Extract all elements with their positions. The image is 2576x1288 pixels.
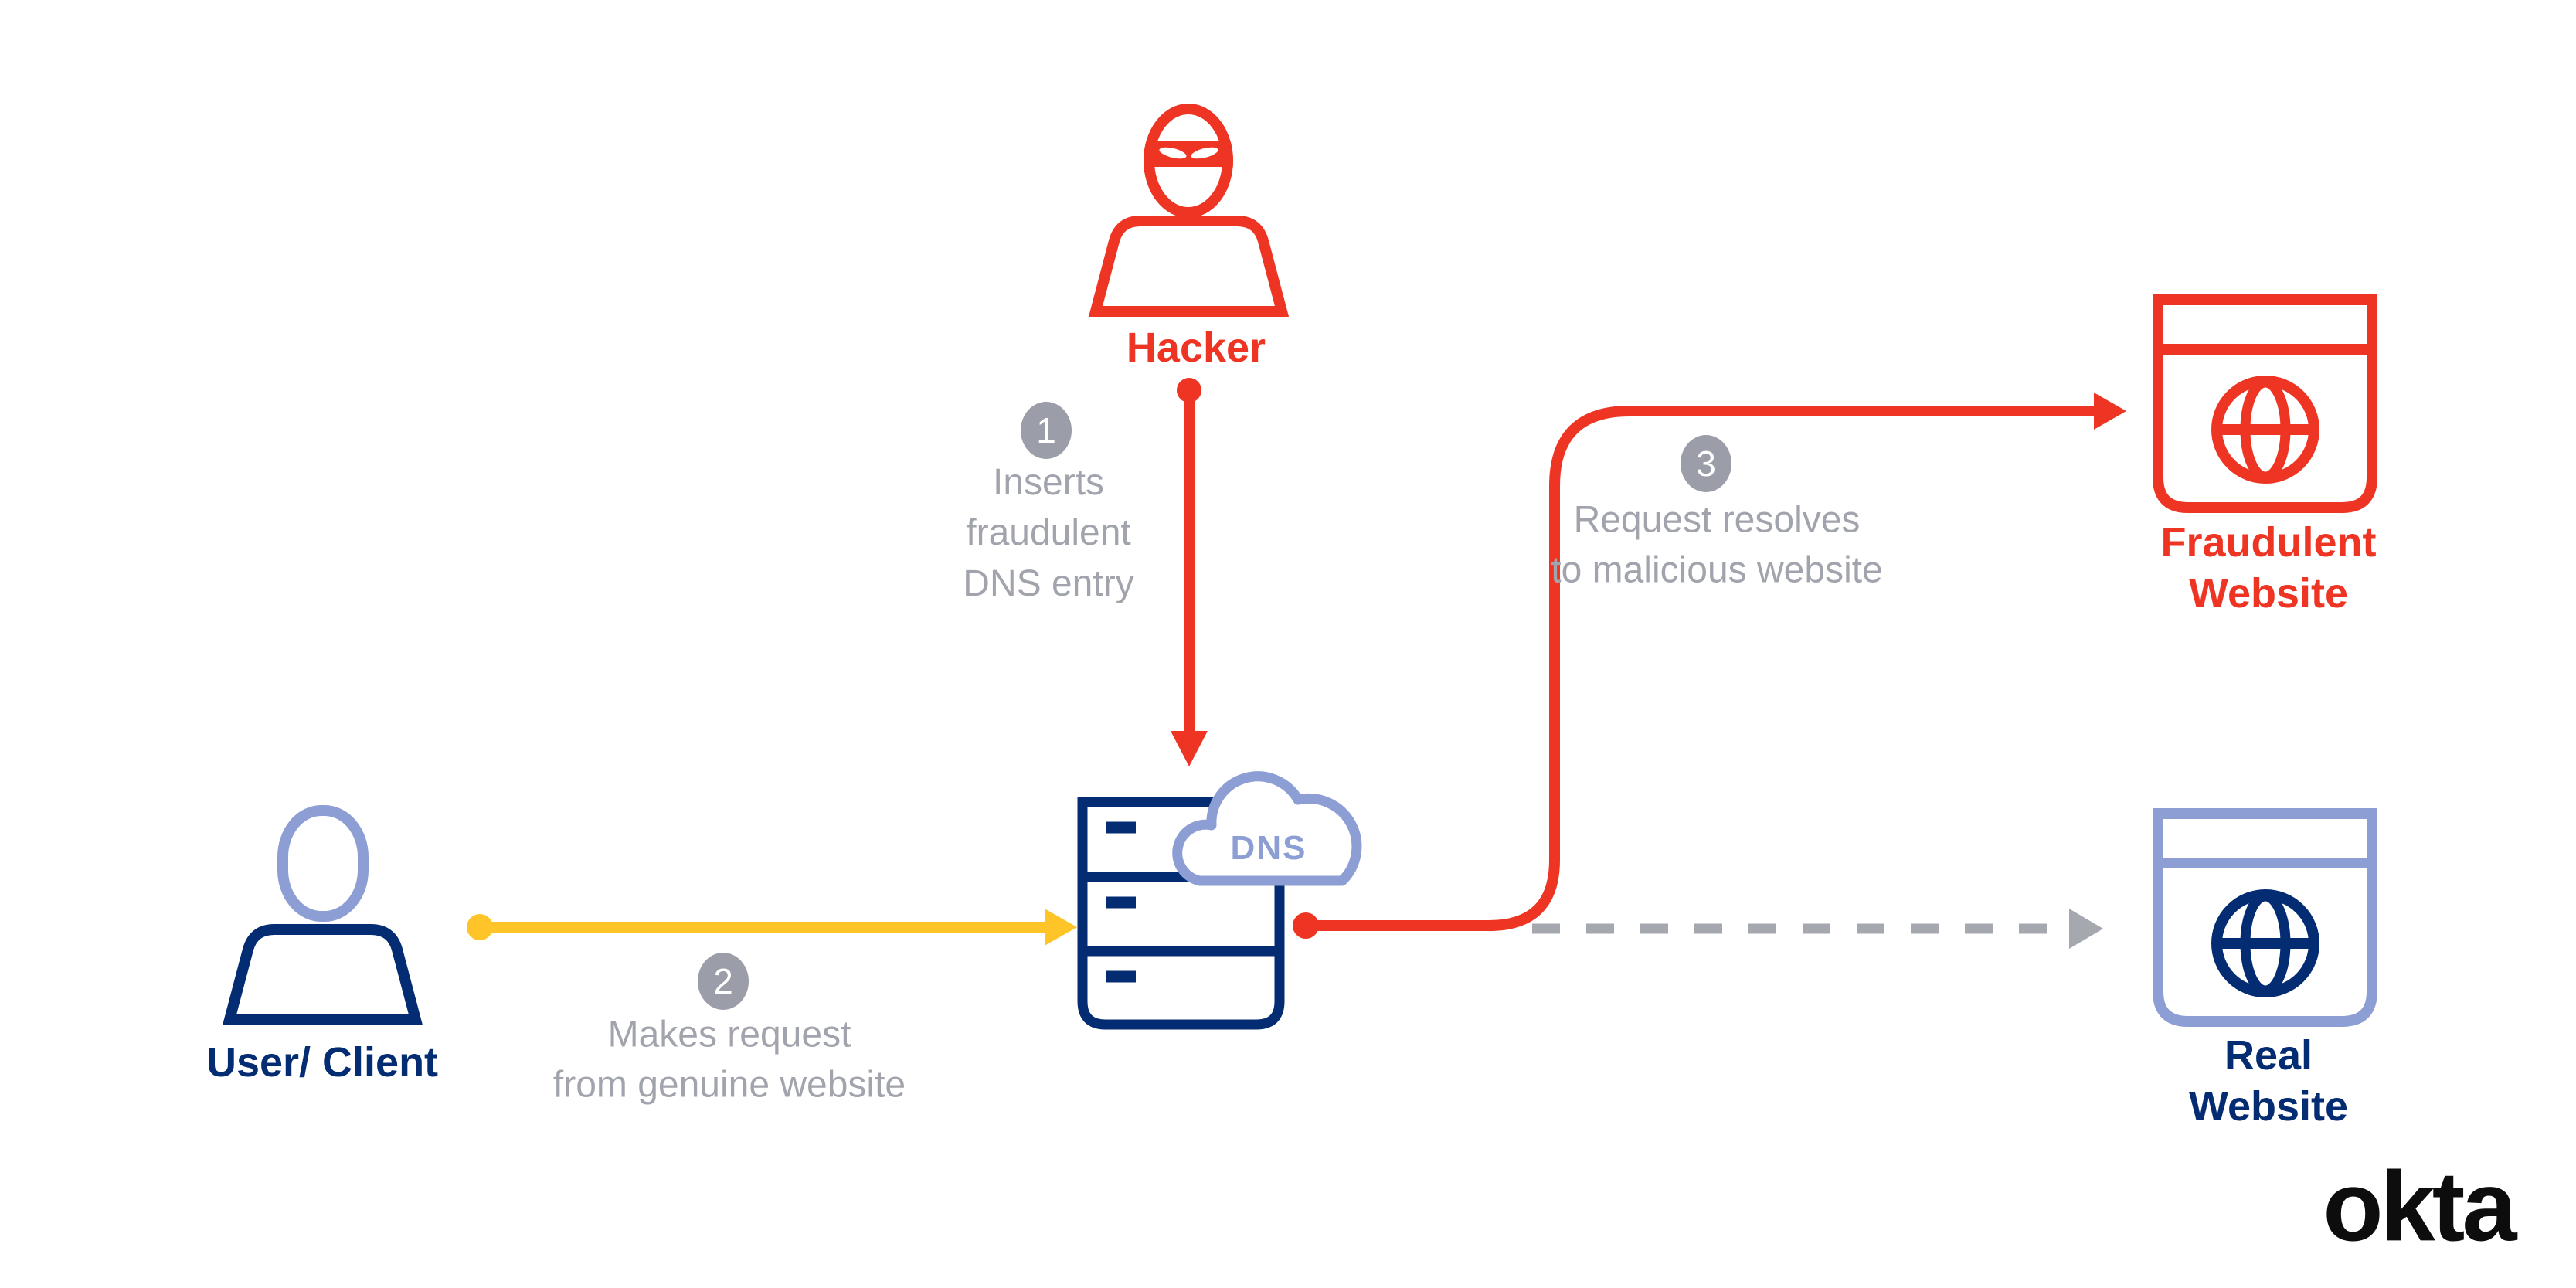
arrow-head (2069, 909, 2103, 949)
real-website-label: Real Website (2188, 1032, 2349, 1130)
person-icon (222, 805, 423, 1025)
arrow-head (2094, 393, 2126, 430)
arrow-head (1045, 909, 1077, 946)
dns-cloud-label: DNS (1230, 829, 1307, 867)
step-1-text: Inserts fraudulent DNS entry (963, 462, 1134, 604)
browser-frame (2153, 294, 2377, 513)
step-1-badge: 1 (1021, 402, 1072, 459)
hacker-eye-left (1159, 147, 1187, 159)
arrow-dns-to-real-dashed (1532, 909, 2103, 949)
arrow-head (1171, 731, 1208, 766)
step-3-text: Request resolves to malicious website (1551, 499, 1883, 591)
dns-cloud-icon (1172, 771, 1362, 886)
browser-frame (2153, 808, 2377, 1027)
arrow-dns-to-fraudulent (1293, 393, 2126, 939)
user-body (222, 924, 423, 1025)
arrow-curve (1306, 406, 2094, 931)
arrow-user-to-dns (467, 909, 1077, 946)
step-3-badge: 3 (1681, 435, 1731, 492)
step-2-badge: 2 (698, 953, 749, 1010)
hacker-body (1088, 216, 1290, 317)
browser-globe-icon-real (2153, 808, 2377, 1027)
hacker-eye-right (1191, 147, 1218, 159)
okta-logo: okta (2323, 1151, 2517, 1263)
arrow-hacker-to-dns (1171, 378, 1208, 766)
server-body (1077, 797, 1285, 1030)
hacker-label: Hacker (1126, 325, 1266, 372)
step-2-text: Makes request from genuine website (552, 1014, 906, 1106)
masked-hacker-icon (1088, 104, 1290, 317)
user-client-label: User/ Client (206, 1039, 439, 1086)
hacker-mask (1144, 141, 1233, 167)
browser-globe-icon-fraudulent (2153, 294, 2377, 513)
server-with-cloud-icon (1077, 771, 1362, 1030)
user-head (277, 805, 369, 922)
fraudulent-website-label: Fraudulent Website (2160, 519, 2377, 617)
